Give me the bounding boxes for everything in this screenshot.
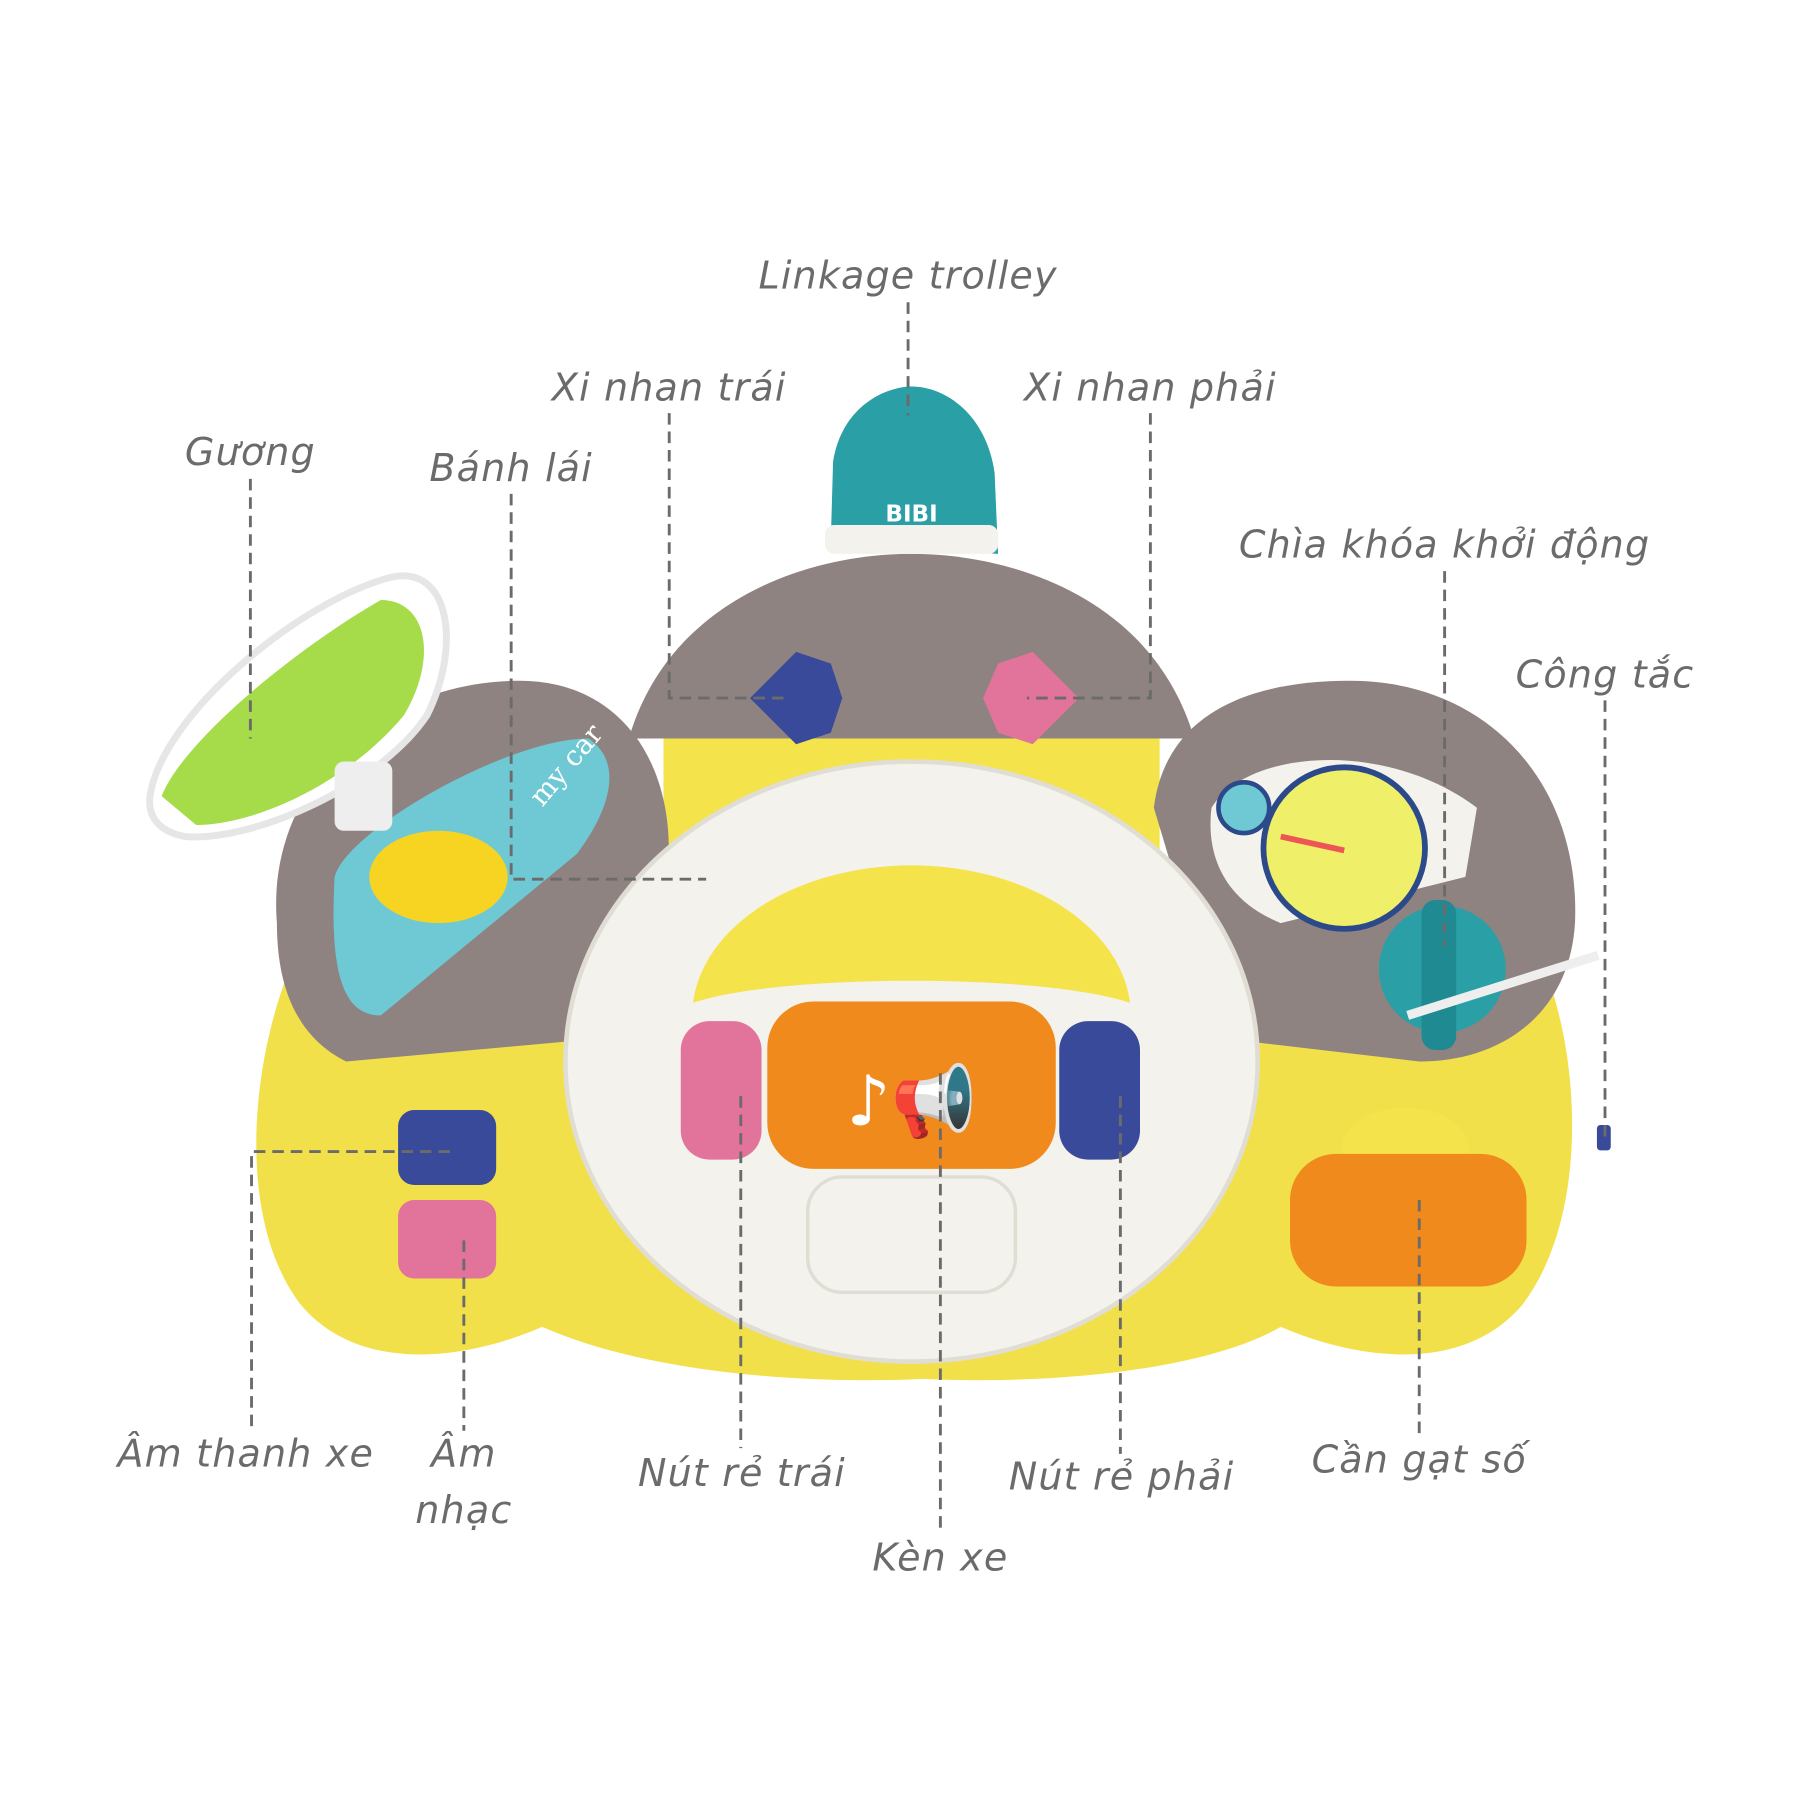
label-xi-nhan-trai: Xi nhan trái	[550, 365, 787, 409]
left-signal-button[interactable]	[750, 651, 843, 745]
small-gauge	[1216, 779, 1272, 836]
power-switch[interactable]	[1596, 1125, 1611, 1151]
label-am-nhac-line2: nhạc	[415, 1488, 512, 1532]
mirror-picture	[161, 600, 424, 825]
label-nut-re-trai: Nút rẻ trái	[638, 1451, 846, 1495]
linkage-trolley[interactable]	[830, 386, 999, 554]
mirror-hinge	[334, 761, 393, 831]
leader-am-thanh-xe	[250, 1150, 450, 1431]
key-handle	[1421, 900, 1457, 1050]
gear-shift-lever[interactable]	[1290, 1153, 1527, 1287]
label-xi-nhan-phai: Xi nhan phải	[1022, 365, 1277, 409]
right-signal-button[interactable]	[983, 651, 1079, 745]
music-button[interactable]	[398, 1200, 497, 1279]
switch-lever[interactable]	[1406, 950, 1600, 1020]
label-banh-lai: Bánh lái	[429, 446, 593, 490]
label-nut-re-phai: Nút rẻ phải	[1009, 1455, 1235, 1499]
label-chia-khoa: Chìa khóa khởi động	[1239, 522, 1650, 566]
wheel-spoke	[805, 1175, 1018, 1295]
label-am-nhac-line1: Âm	[428, 1432, 496, 1476]
labels: Linkage trolley Xi nhan trái Xi nhan phả…	[114, 253, 1695, 1579]
trolley-base	[825, 525, 999, 554]
gauge-needle	[1280, 833, 1345, 854]
left-turn-button[interactable]	[680, 1021, 762, 1160]
car-sound-button[interactable]	[398, 1110, 497, 1185]
leader-xi-nhan-trai	[667, 413, 785, 700]
label-guong: Gương	[185, 430, 316, 474]
label-am-thanh-xe: Âm thanh xe	[114, 1432, 374, 1476]
label-cong-tac: Công tắc	[1516, 653, 1695, 697]
toy-steering-wheel: my car ♪📢 B	[146, 386, 1611, 1381]
leader-xi-nhan-phai	[1026, 413, 1152, 700]
label-linkage-trolley: Linkage trolley	[758, 253, 1057, 297]
trolley-logo: BIBI	[885, 502, 937, 528]
label-ken-xe: Kèn xe	[872, 1535, 1008, 1579]
gray-top-arch	[628, 553, 1195, 739]
yellow-car-sticker	[369, 830, 508, 924]
right-turn-button[interactable]	[1059, 1021, 1140, 1160]
leader-lines	[248, 302, 1607, 1533]
horn-button[interactable]	[767, 1001, 1056, 1169]
label-can-gat-so: Cần gạt số	[1312, 1437, 1532, 1481]
horn-icon: ♪📢	[846, 1062, 976, 1143]
